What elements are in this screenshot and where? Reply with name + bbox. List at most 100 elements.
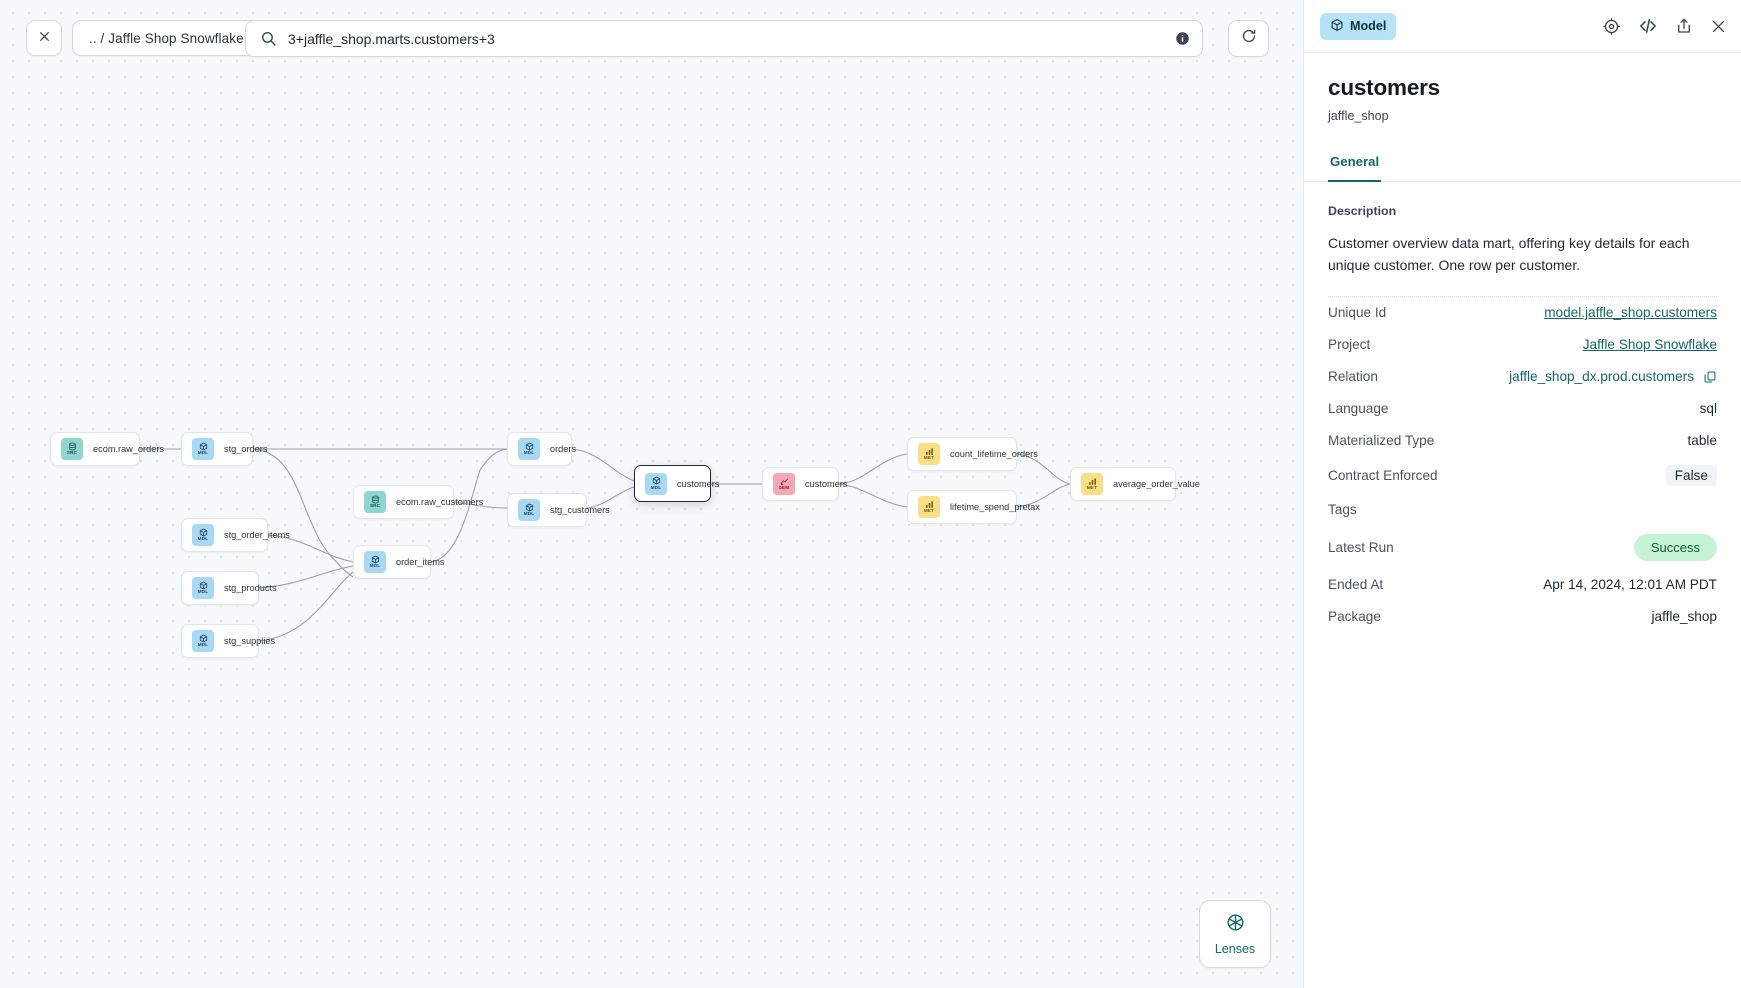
- breadcrumb[interactable]: .. / Jaffle Shop Snowflake: [72, 20, 261, 56]
- lineage-edges: [140, 448, 1071, 642]
- detail-row: Package jaffle_shop: [1328, 601, 1717, 633]
- graph-node-label: stg_products: [224, 583, 277, 593]
- share-icon[interactable]: [1675, 17, 1693, 35]
- detail-key: Tags: [1328, 502, 1357, 518]
- detail-value: table: [1687, 433, 1717, 449]
- detail-value: jaffle_shop: [1651, 609, 1717, 625]
- page-subtitle: jaffle_shop: [1328, 109, 1389, 123]
- detail-value: sql: [1699, 401, 1717, 417]
- copy-icon[interactable]: [1703, 370, 1717, 384]
- detail-row: Unique Id model.jaffle_shop.customers: [1328, 297, 1717, 329]
- detail-key: Project: [1328, 337, 1371, 353]
- graph-node-orders[interactable]: MDL orders: [507, 432, 576, 466]
- detail-value: Apr 14, 2024, 12:01 AM PDT: [1543, 577, 1717, 593]
- mdl-node-icon: MDL: [192, 438, 214, 460]
- lenses-label: Lenses: [1214, 941, 1256, 956]
- search-input[interactable]: [288, 30, 1175, 47]
- lenses-button[interactable]: Lenses: [1199, 900, 1271, 968]
- graph-node-label: average_order_value: [1113, 479, 1200, 489]
- detail-row: Latest Run Success: [1328, 526, 1717, 569]
- graph-node-label: customers: [677, 478, 720, 489]
- tab-general[interactable]: General: [1328, 146, 1382, 182]
- focus-icon[interactable]: [1602, 17, 1621, 36]
- panel-title-block: customers jaffle_shop: [1304, 53, 1741, 123]
- detail-key: Materialized Type: [1328, 433, 1435, 449]
- graph-node-lifetime_spend[interactable]: MET lifetime_spend_pretax: [907, 490, 1040, 524]
- graph-node-stg_products[interactable]: MDL stg_products: [181, 571, 277, 605]
- detail-key: Contract Enforced: [1328, 467, 1438, 483]
- graph-node-label: ecom.raw_orders: [93, 444, 164, 454]
- panel-header: Model: [1304, 0, 1741, 53]
- search-bar[interactable]: [245, 20, 1203, 57]
- info-circle-icon[interactable]: [1175, 31, 1190, 46]
- graph-node-count_lifetime[interactable]: MET count_lifetime_orders: [907, 437, 1038, 471]
- run-status-badge: Success: [1633, 533, 1717, 561]
- detail-value[interactable]: jaffle_shop_dx.prod.customers: [1509, 369, 1717, 384]
- graph-node-label: order_items: [396, 557, 445, 567]
- detail-row: Ended At Apr 14, 2024, 12:01 AM PDT: [1328, 569, 1717, 601]
- graph-node-order_items[interactable]: MDL order_items: [353, 545, 445, 579]
- mdl-node-icon: MDL: [192, 524, 214, 546]
- graph-node-label: orders: [550, 444, 577, 454]
- graph-node-label: stg_orders: [224, 444, 268, 454]
- detail-value[interactable]: model.jaffle_shop.customers: [1544, 305, 1717, 321]
- close-icon: [38, 30, 51, 47]
- description-label: Description: [1328, 204, 1397, 218]
- divider: [1328, 295, 1717, 297]
- mdl-node-icon: MDL: [645, 472, 667, 495]
- mdl-node-icon: MDL: [364, 551, 386, 573]
- sem-node-icon: SEM: [773, 473, 795, 495]
- detail-key: Ended At: [1328, 577, 1384, 593]
- graph-node-label: ecom.raw_customers: [396, 497, 484, 507]
- met-node-icon: MET: [1081, 473, 1103, 495]
- graph-node-label: count_lifetime_orders: [950, 449, 1038, 459]
- detail-key: Package: [1328, 609, 1381, 625]
- aperture-icon: [1226, 913, 1245, 937]
- mdl-node-icon: MDL: [518, 438, 540, 460]
- description-text: Customer overview data mart, offering ke…: [1328, 235, 1690, 273]
- close-panel-icon[interactable]: [1710, 18, 1727, 35]
- cube-icon: [1330, 18, 1344, 35]
- src-node-icon: SRC: [61, 438, 83, 460]
- detail-key: Latest Run: [1328, 539, 1394, 555]
- detail-key: Unique Id: [1328, 305, 1387, 321]
- graph-node-average_order_value[interactable]: MET average_order_value: [1070, 467, 1200, 501]
- detail-row: Contract Enforced False: [1328, 457, 1717, 494]
- graph-node-label: stg_customers: [550, 505, 610, 515]
- code-icon[interactable]: [1638, 16, 1658, 36]
- page-title: customers: [1328, 75, 1440, 100]
- detail-value[interactable]: Jaffle Shop Snowflake: [1582, 337, 1717, 353]
- graph-node-label: stg_order_items: [224, 530, 290, 540]
- graph-node-ecom_raw_orders[interactable]: SRC ecom.raw_orders: [50, 432, 164, 466]
- refresh-button[interactable]: [1228, 20, 1269, 57]
- graph-node-stg_orders[interactable]: MDL stg_orders: [181, 432, 267, 466]
- detail-value: False: [1665, 464, 1717, 486]
- graph-node-customers_model[interactable]: MDL customers: [634, 465, 719, 502]
- type-badge-label: Model: [1350, 19, 1387, 33]
- status-badge: Model: [1320, 12, 1397, 40]
- graph-node-customers_sem[interactable]: SEM customers: [762, 467, 847, 501]
- search-icon: [260, 30, 277, 47]
- close-graph-button[interactable]: [26, 20, 62, 56]
- met-node-icon: MET: [918, 496, 940, 518]
- met-node-icon: MET: [918, 443, 940, 465]
- graph-node-stg_order_items[interactable]: MDL stg_order_items: [181, 518, 290, 552]
- mdl-node-icon: MDL: [192, 577, 214, 599]
- graph-node-label: customers: [805, 479, 848, 489]
- detail-row: Project Jaffle Shop Snowflake: [1328, 329, 1717, 361]
- detail-row: Relation jaffle_shop_dx.prod.customers: [1328, 361, 1717, 393]
- detail-row: Materialized Type table: [1328, 425, 1717, 457]
- graph-node-label: lifetime_spend_pretax: [950, 502, 1040, 512]
- relation-text: jaffle_shop_dx.prod.customers: [1509, 369, 1694, 385]
- detail-key: Relation: [1328, 369, 1378, 385]
- refresh-icon: [1241, 28, 1257, 49]
- panel-actions: [1602, 16, 1727, 36]
- detail-row: Tags: [1328, 494, 1717, 526]
